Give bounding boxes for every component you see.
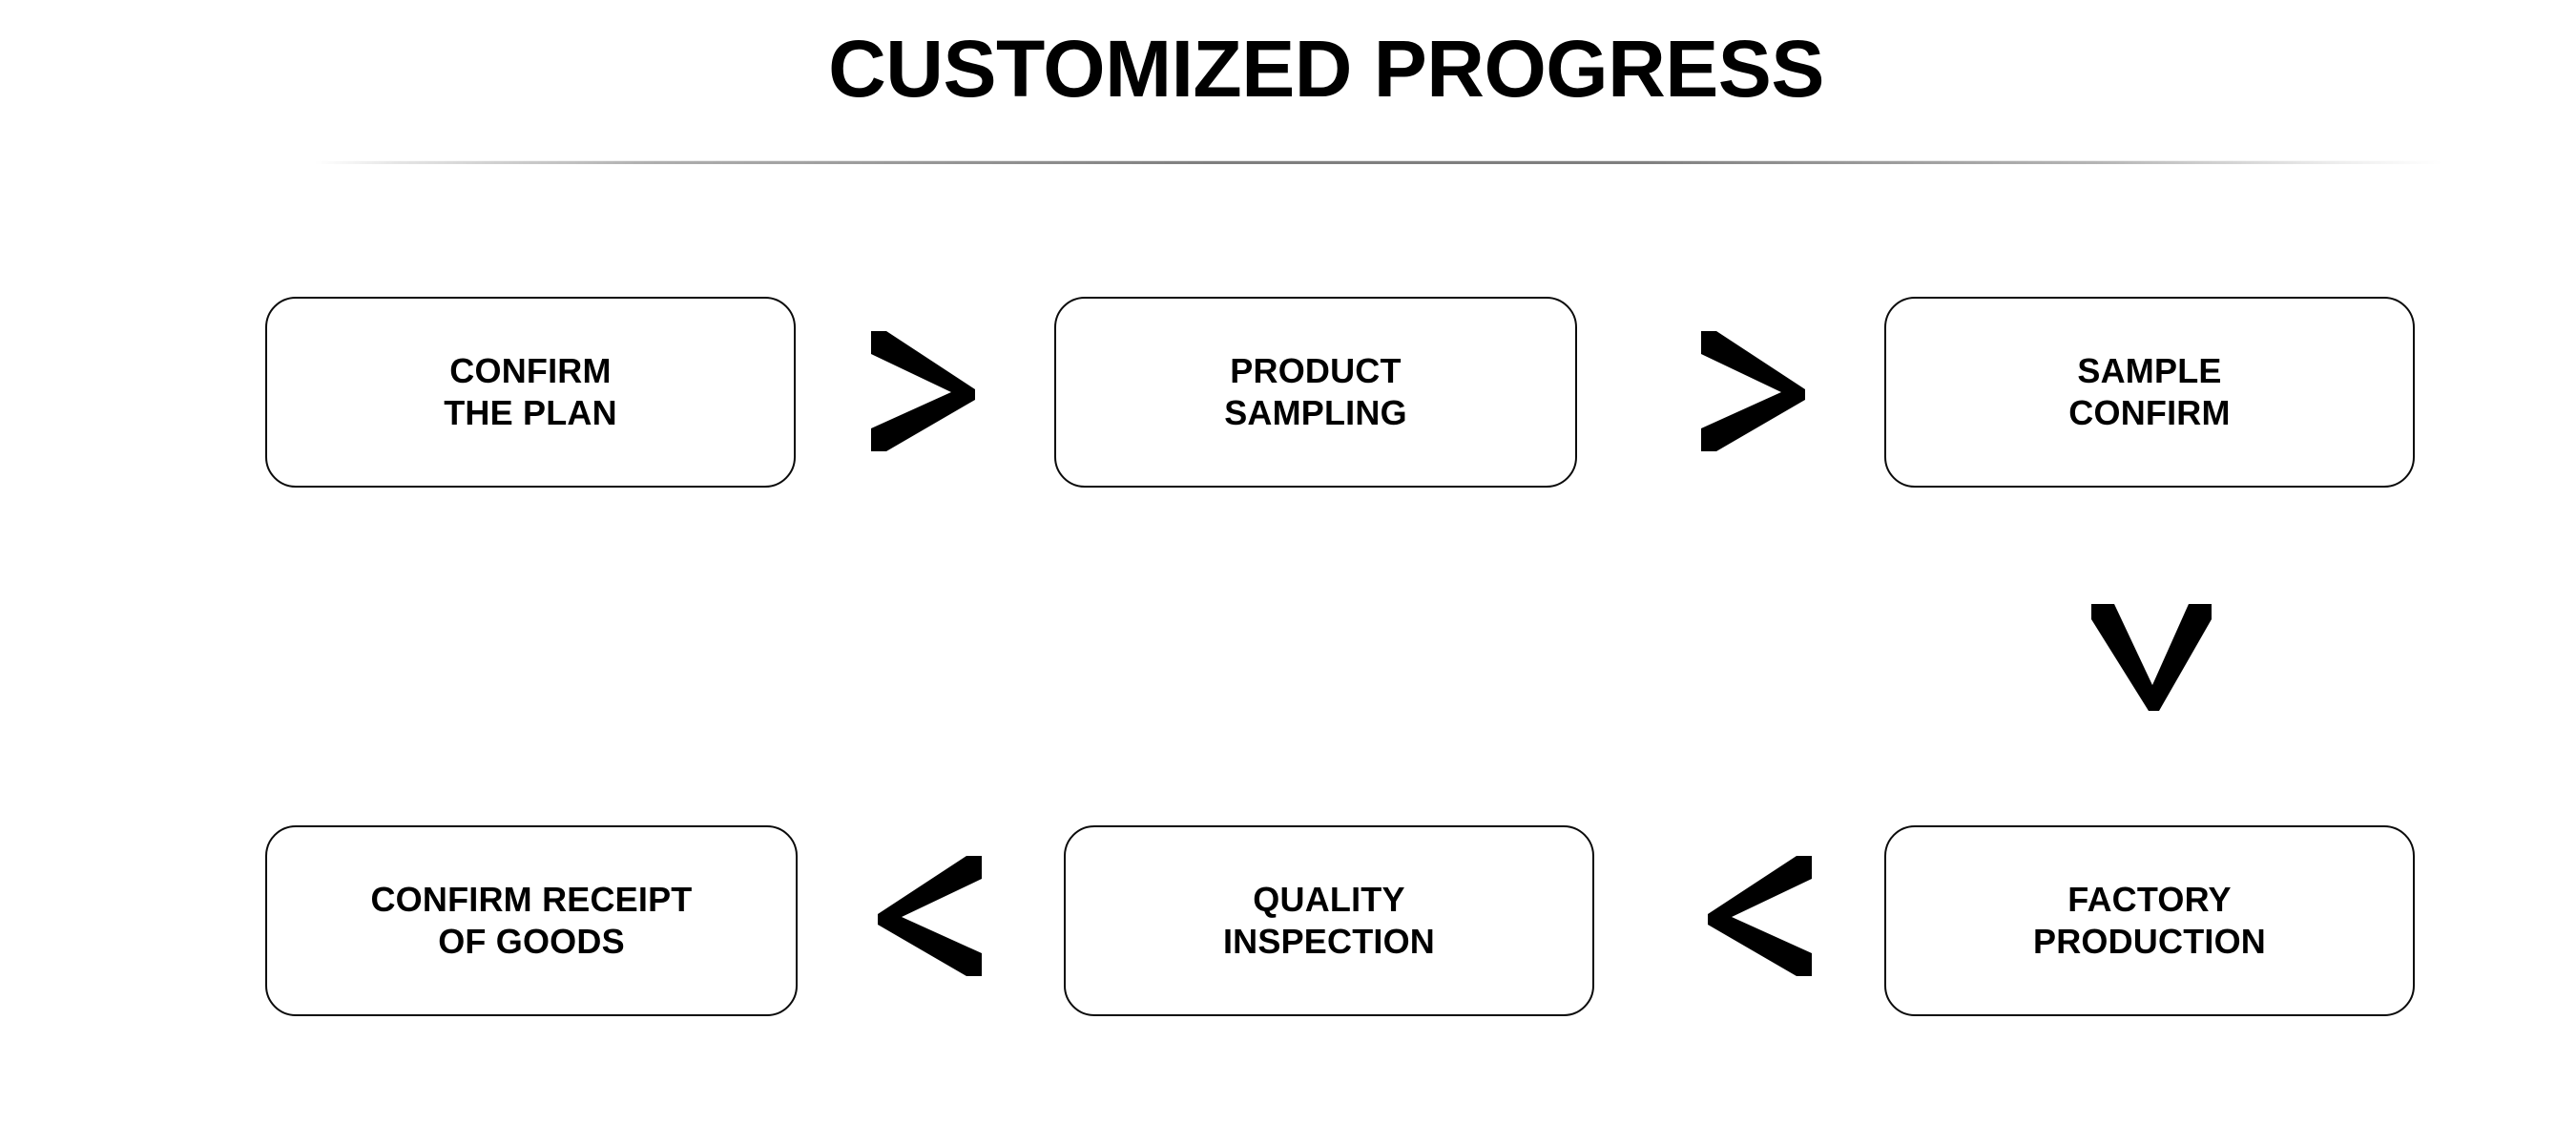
flow-box-factory-production[interactable]: FACTORY PRODUCTION <box>1884 825 2415 1016</box>
chevron-left-icon <box>1700 854 1819 978</box>
flow-box-line-1: QUALITY <box>1253 880 1405 920</box>
chevron-right-icon <box>1693 329 1813 453</box>
divider-rule <box>315 161 2442 164</box>
flow-box-confirm-receipt-of-goods[interactable]: CONFIRM RECEIPT OF GOODS <box>265 825 798 1016</box>
flow-box-line-1: FACTORY <box>2067 880 2232 920</box>
title-divider <box>315 160 2442 165</box>
flow-box-line-1: CONFIRM <box>449 351 612 391</box>
flow-box-quality-inspection[interactable]: QUALITY INSPECTION <box>1064 825 1594 1016</box>
flow-box-line-2: PRODUCTION <box>2033 922 2266 961</box>
chevron-right-icon <box>863 329 983 453</box>
page-title: CUSTOMIZED PROGRESS <box>828 24 1824 114</box>
chevron-down-icon <box>2089 596 2213 720</box>
flow-box-product-sampling[interactable]: PRODUCT SAMPLING <box>1054 297 1577 488</box>
chevron-left-icon <box>870 854 989 978</box>
flow-box-line-2: CONFIRM <box>2068 393 2231 432</box>
flow-box-line-1: SAMPLE <box>2077 351 2222 391</box>
divider-highlight <box>315 160 2442 161</box>
flow-box-confirm-the-plan[interactable]: CONFIRM THE PLAN <box>265 297 796 488</box>
flow-box-line-2: OF GOODS <box>438 922 625 961</box>
flow-box-line-2: INSPECTION <box>1222 922 1436 961</box>
flow-box-line-1: PRODUCT <box>1230 351 1402 391</box>
flow-box-sample-confirm[interactable]: SAMPLE CONFIRM <box>1884 297 2415 488</box>
flow-box-line-2: SAMPLING <box>1224 393 1407 432</box>
flow-box-line-2: THE PLAN <box>444 393 617 432</box>
flow-box-line-1: CONFIRM RECEIPT <box>370 880 693 920</box>
